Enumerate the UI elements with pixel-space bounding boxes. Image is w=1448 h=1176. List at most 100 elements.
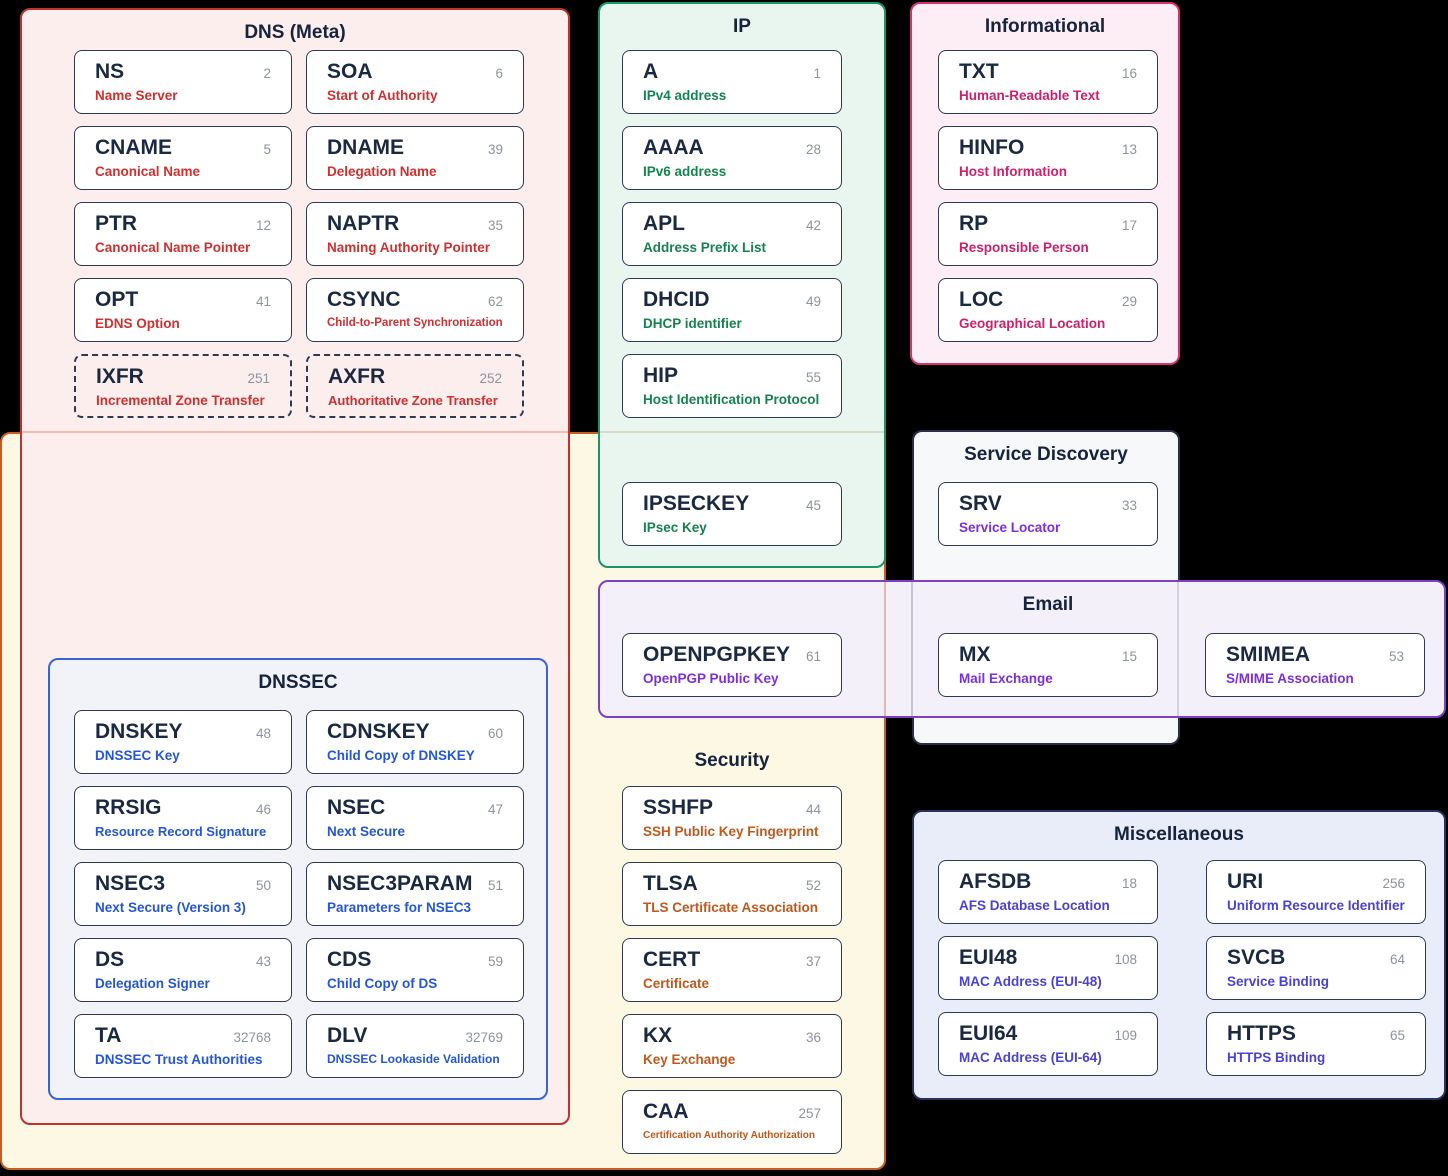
record-card-header: IPSECKEY 45 xyxy=(643,491,821,517)
section-title-security: Security xyxy=(694,750,770,771)
record-description: TLS Certificate Association xyxy=(643,900,819,915)
record-description: Canonical Name xyxy=(95,164,201,179)
record-type: SVCB xyxy=(1227,946,1286,969)
record-code: 64 xyxy=(1389,952,1405,967)
record-type: HIP xyxy=(643,364,679,387)
record-card-header: SVCB 64 xyxy=(1227,945,1405,971)
record-type: APL xyxy=(643,212,685,235)
record-description: OpenPGP Public Key xyxy=(643,671,779,686)
record-description: IPsec Key xyxy=(643,520,707,535)
record-description: Human-Readable Text xyxy=(959,88,1100,103)
record-type: AFSDB xyxy=(959,870,1032,893)
section-title-email: Email xyxy=(1022,594,1074,615)
record-card-header: CSYNC 62 xyxy=(327,287,503,313)
record-code: 41 xyxy=(255,294,271,309)
record-description: Child-to-Parent Synchronization xyxy=(327,317,503,329)
record-description: Certification Authority Authorization xyxy=(643,1130,816,1141)
record-type: NAPTR xyxy=(327,212,400,235)
record-code: 32768 xyxy=(233,1030,271,1045)
record-type: LOC xyxy=(959,288,1004,311)
record-type: EUI48 xyxy=(959,946,1018,969)
record-code: 32769 xyxy=(465,1030,503,1045)
record-description: Mail Exchange xyxy=(959,671,1053,686)
record-code: 39 xyxy=(487,142,503,157)
record-description: Delegation Name xyxy=(327,164,437,179)
record-description: Authoritative Zone Transfer xyxy=(328,393,498,408)
record-code: 252 xyxy=(479,371,502,386)
record-code: 108 xyxy=(1114,952,1137,967)
record-type: CDNSKEY xyxy=(327,720,430,743)
record-code: 51 xyxy=(487,878,503,893)
record-code: 49 xyxy=(805,294,821,309)
record-code: 29 xyxy=(1121,294,1137,309)
record-description: EDNS Option xyxy=(95,316,180,331)
record-description: MAC Address (EUI-64) xyxy=(959,1050,1102,1065)
record-code: 59 xyxy=(487,954,503,969)
record-description: Naming Authority Pointer xyxy=(327,240,491,255)
record-type: EUI64 xyxy=(959,1022,1018,1045)
record-type: A xyxy=(643,60,659,83)
record-code: 46 xyxy=(255,802,271,817)
record-description: Name Server xyxy=(95,88,178,103)
record-description: Certificate xyxy=(643,976,710,991)
record-code: 62 xyxy=(487,294,503,309)
record-description: HTTPS Binding xyxy=(1227,1050,1326,1065)
record-type: IPSECKEY xyxy=(643,492,750,515)
record-type: PTR xyxy=(95,212,137,235)
record-type: DS xyxy=(95,948,125,971)
section-title-dnssec: DNSSEC xyxy=(258,672,338,693)
record-type: CSYNC xyxy=(327,288,401,311)
record-description: Child Copy of DNSKEY xyxy=(327,748,475,763)
record-description: MAC Address (EUI-48) xyxy=(959,974,1102,989)
record-code: 45 xyxy=(805,498,821,513)
record-type: URI xyxy=(1227,870,1264,893)
record-card-header: LOC 29 xyxy=(959,287,1137,313)
record-description: Service Locator xyxy=(959,520,1061,535)
record-description: Uniform Resource Identifier xyxy=(1227,898,1405,913)
record-description: DNSSEC Lookaside Validation xyxy=(327,1052,500,1066)
section-title-service-discovery: Service Discovery xyxy=(964,444,1128,465)
record-code: 53 xyxy=(1388,649,1404,664)
record-description: Host Information xyxy=(959,164,1067,179)
record-type: HINFO xyxy=(959,136,1025,159)
record-description: Start of Authority xyxy=(327,88,438,103)
record-type: MX xyxy=(959,643,991,666)
